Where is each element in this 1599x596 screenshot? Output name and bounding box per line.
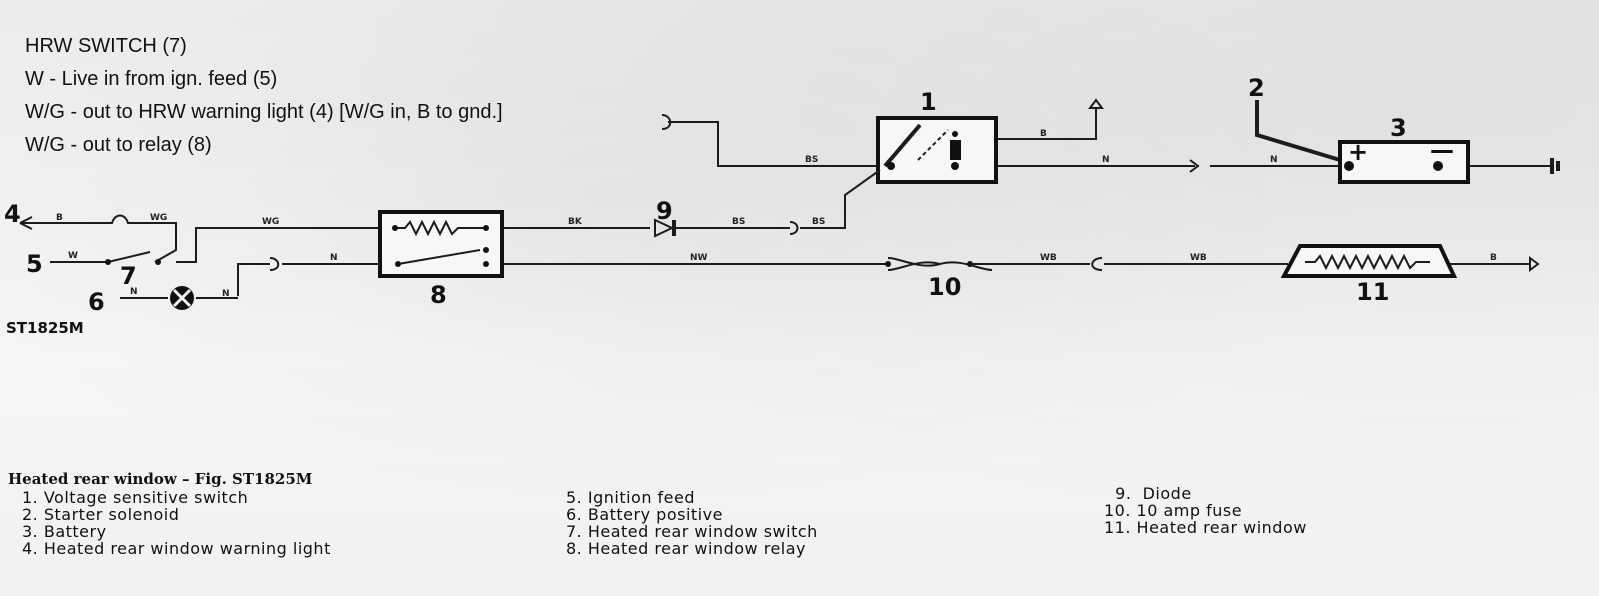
legend-item: 9. Diode	[1104, 484, 1192, 503]
warning-lamp	[170, 286, 194, 310]
component-number: 8	[430, 281, 447, 309]
legend-column: 1. Voltage sensitive switch 2. Starter s…	[22, 489, 331, 557]
wire-code: B	[1040, 129, 1047, 139]
battery	[1338, 140, 1470, 184]
component-number: 5	[26, 250, 43, 278]
wire-code: B	[1490, 253, 1497, 263]
wire-code: BS	[732, 217, 745, 227]
note-line: HRW SWITCH (7)	[25, 35, 187, 57]
top-circuit-wires	[661, 98, 1560, 174]
component-number: 7	[120, 262, 137, 290]
wire-code: BK	[568, 217, 583, 227]
wire-codes: B BS N N B WG WG W BK BS BS N NW WB WB B…	[56, 129, 1497, 299]
wire-code: WG	[262, 217, 279, 227]
wire-code: WB	[1040, 253, 1057, 263]
hrw-switch-notes: HRW SWITCH (7) W - Live in from ign. fee…	[25, 30, 503, 162]
component-number: 9	[656, 197, 673, 225]
legend-item: 7. Heated rear window switch	[566, 522, 818, 541]
legend-item: 6. Battery positive	[566, 505, 723, 524]
wire-code: N	[330, 253, 338, 263]
legend-item: 8. Heated rear window relay	[566, 539, 807, 558]
component-number: 6	[88, 288, 105, 316]
component-number: 2	[1248, 74, 1265, 102]
wire-code: WG	[150, 213, 167, 223]
legend-item: 4. Heated rear window warning light	[22, 539, 331, 558]
component-number: 1	[920, 88, 937, 116]
wire-code: N	[1102, 155, 1110, 165]
wire-code: B	[56, 213, 63, 223]
legend-title: Heated rear window – Fig. ST1825M	[8, 470, 313, 488]
wire-code: N	[1270, 155, 1278, 165]
legend-column: 9. Diode 10. 10 amp fuse 11. Heated rear…	[1104, 485, 1307, 536]
component-number: 4	[4, 200, 21, 228]
wire-code: NW	[690, 253, 708, 263]
note-line: W/G - out to relay (8)	[25, 134, 212, 156]
wire-code: BS	[805, 155, 818, 165]
component-number: 11	[1356, 278, 1389, 306]
heated-rear-window-element	[1280, 244, 1458, 278]
component-numbers: 1 2 3 4 5 6 7 8 9 10 11	[4, 74, 1407, 316]
legend-item: 11. Heated rear window	[1104, 518, 1307, 537]
legend-item: 3. Battery	[22, 522, 107, 541]
legend-item: 1. Voltage sensitive switch	[22, 488, 249, 507]
note-line: W - Live in from ign. feed (5)	[25, 68, 278, 90]
component-number: 10	[928, 273, 961, 301]
wire-code: WB	[1190, 253, 1207, 263]
component-number: 3	[1390, 114, 1407, 142]
note-line: W/G - out to HRW warning light (4) [W/G …	[25, 101, 503, 123]
battery-minus-sign: —	[1430, 136, 1454, 164]
legend-item: 10. 10 amp fuse	[1104, 501, 1243, 520]
middle-circuit-wires	[19, 169, 1540, 299]
wire-code: W	[68, 251, 78, 261]
wire-code: N	[222, 289, 230, 299]
diagram-part-code: ST1825M	[6, 319, 84, 337]
heated-rear-window-relay	[378, 210, 504, 278]
legend-item: 5. Ignition feed	[566, 488, 696, 507]
wire-code: BS	[812, 217, 825, 227]
wire-code: N	[130, 287, 138, 297]
voltage-sensitive-switch	[876, 116, 998, 184]
battery-plus-sign: +	[1348, 138, 1368, 166]
legend-column: 5. Ignition feed 6. Battery positive 7. …	[566, 489, 818, 557]
legend-item: 2. Starter solenoid	[22, 505, 180, 524]
